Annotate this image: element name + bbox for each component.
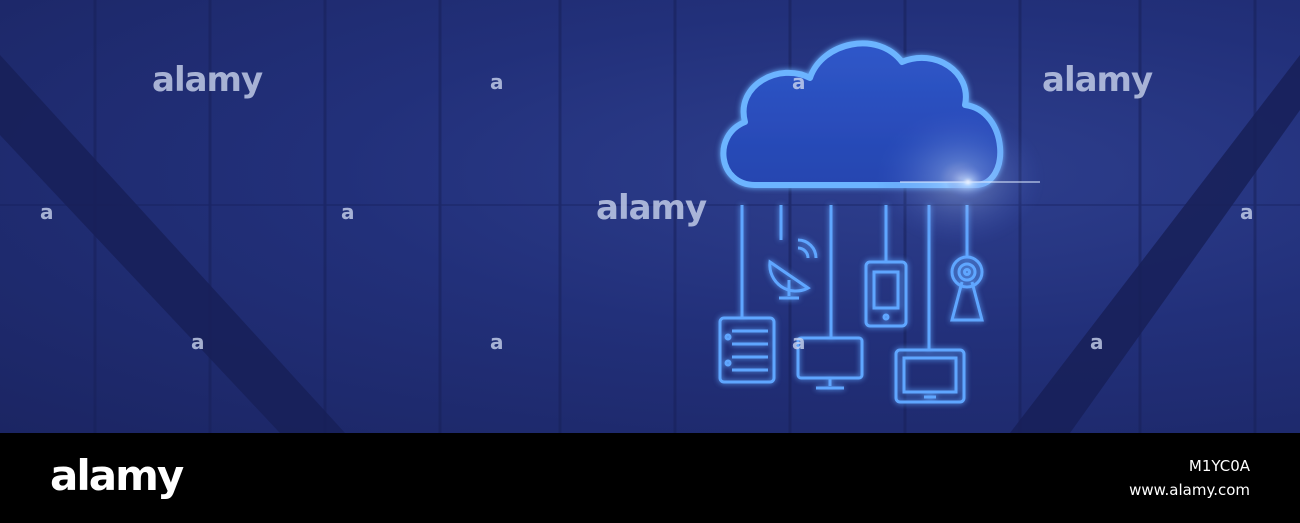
- diagonal-beams: [0, 55, 1300, 433]
- antenna-tower-icon: [950, 255, 984, 322]
- watermark-mark: a: [1090, 330, 1103, 354]
- watermark-mark: a: [341, 200, 354, 224]
- monitor-icon: [796, 336, 864, 390]
- footer-logo: alamy: [50, 451, 184, 500]
- watermark-mark: a: [490, 330, 503, 354]
- watermark-mark: a: [792, 330, 805, 354]
- server-icon: [718, 316, 776, 384]
- lens-flare: [875, 108, 1045, 248]
- watermark-mark: a: [490, 70, 503, 94]
- footer-bar: alamy M1YC0A www.alamy.com: [0, 433, 1300, 523]
- watermark-mark: a: [1240, 200, 1253, 224]
- site-url: www.alamy.com: [1129, 481, 1250, 499]
- watermark-mark: a: [792, 70, 805, 94]
- watermark-logo: alamy: [1042, 60, 1153, 100]
- watermark-mark: a: [40, 200, 53, 224]
- background-art: [0, 0, 1300, 433]
- tablet-icon: [894, 348, 966, 404]
- watermark-logo: alamy: [596, 188, 707, 228]
- image-id: M1YC0A: [1188, 457, 1250, 475]
- watermark-mark: a: [191, 330, 204, 354]
- photo-scene: alamy alamy alamy a a a a a a a a a: [0, 0, 1300, 433]
- watermark-logo: alamy: [152, 60, 263, 100]
- satellite-dish-icon: [768, 238, 818, 300]
- smartphone-icon: [864, 260, 908, 328]
